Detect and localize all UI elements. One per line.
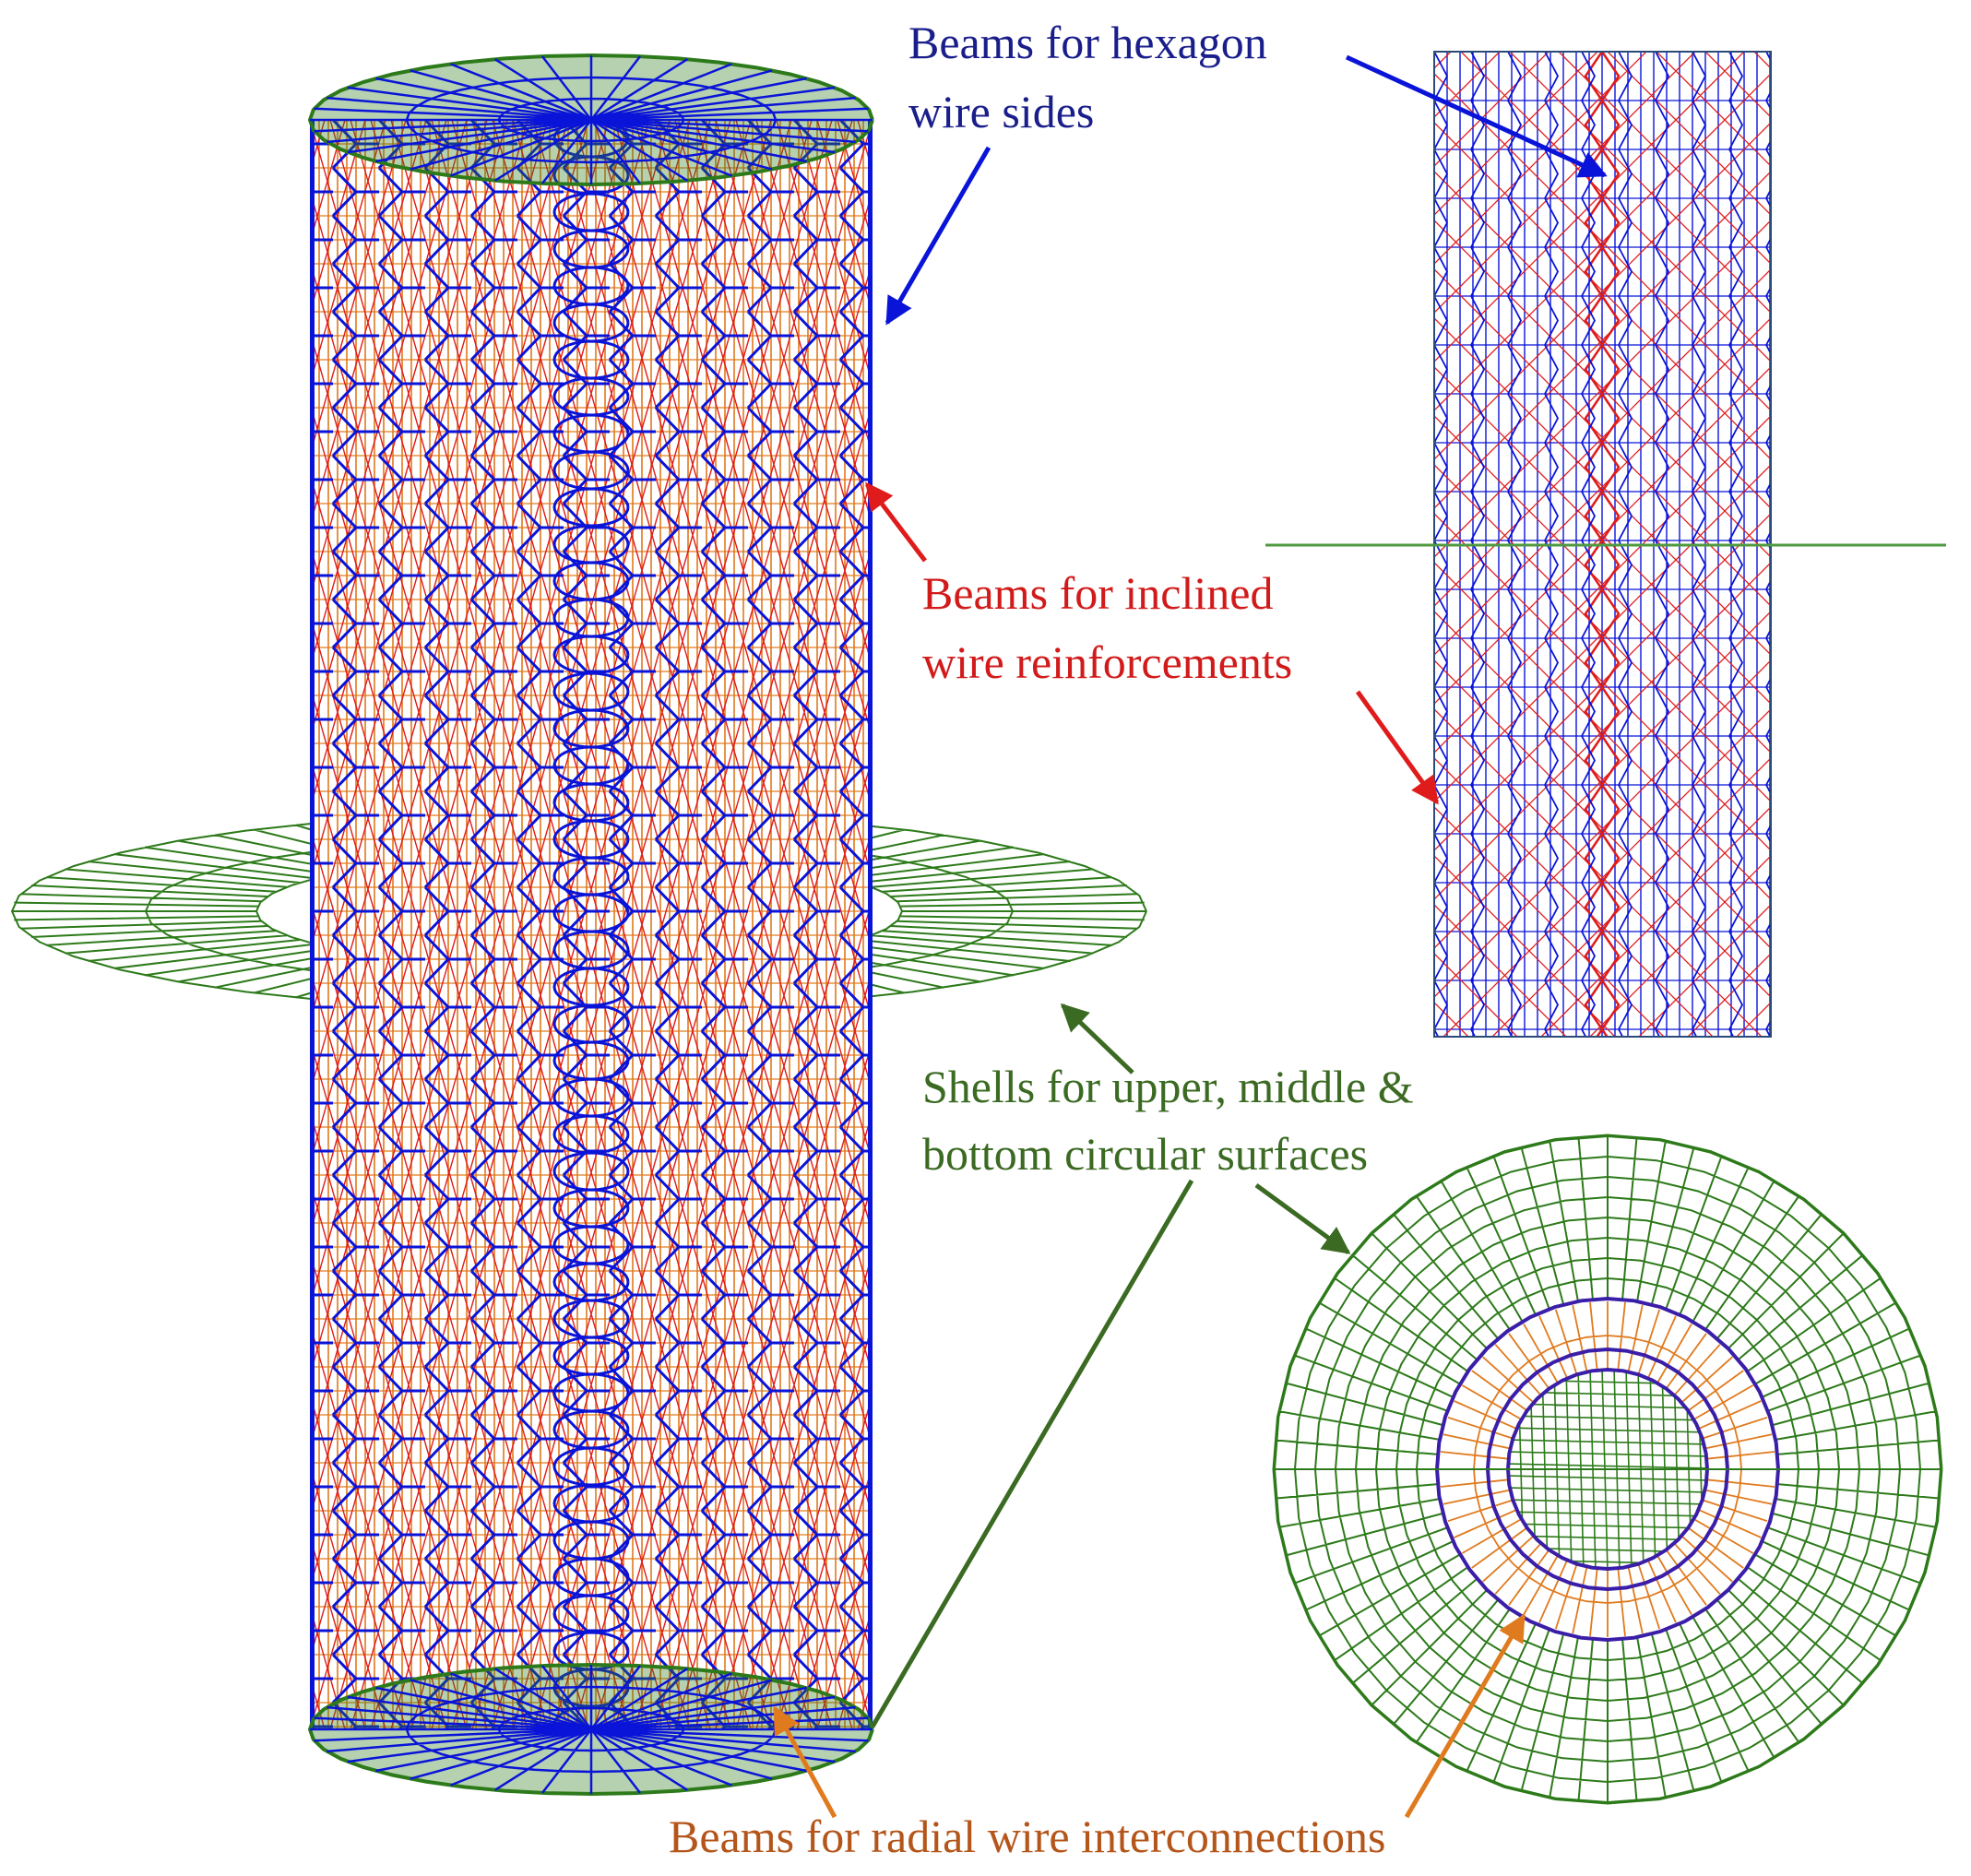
labels: Beams for hexagon wire sides Beams for i… [669,17,1414,1862]
arrow-icon [1254,1182,1351,1255]
hexagon-label-line2: wire sides [908,86,1094,137]
hexagon-label-line1: Beams for hexagon [908,17,1267,68]
arrow-icon [885,146,991,326]
radial-label: Beams for radial wire interconnections [669,1811,1386,1862]
cylinder-top-cap-beams [310,55,873,184]
blue-hexagon-beams [310,120,873,1729]
side-elevation-view [1265,51,1946,1038]
cylinder-background [310,120,873,1729]
cylinder-back [310,120,873,1729]
wire-mesh-cylinder [307,53,874,1797]
cylinder-bottom-cap-beams [310,1665,873,1794]
arrow-icon [865,481,927,563]
arrow-icon [1060,1003,1134,1075]
shells-label-line1: Shells for upper, middle & [922,1061,1414,1112]
arrow-icon [772,1705,837,1819]
arrow-icon [1345,54,1608,178]
arrow-icon [870,1179,1194,1728]
side-red-diagonals [1434,52,1771,1037]
inclined-label-line2: wire reinforcements [922,636,1292,688]
arrow-icon [1404,1613,1526,1819]
cylinder-end-caps [307,53,874,1797]
cylinder-edges [310,120,873,1729]
arrow-icon [1355,690,1440,805]
leader-arrows [772,54,1608,1819]
side-center-diamonds [1584,52,1621,1037]
shells-label-line2: bottom circular surfaces [922,1128,1368,1180]
orange-vertical-beams [310,120,873,1729]
side-blue-zigzags [1434,52,1771,1037]
cross-section-view [1272,1134,1943,1805]
inclined-label-line1: Beams for inclined [922,567,1273,619]
